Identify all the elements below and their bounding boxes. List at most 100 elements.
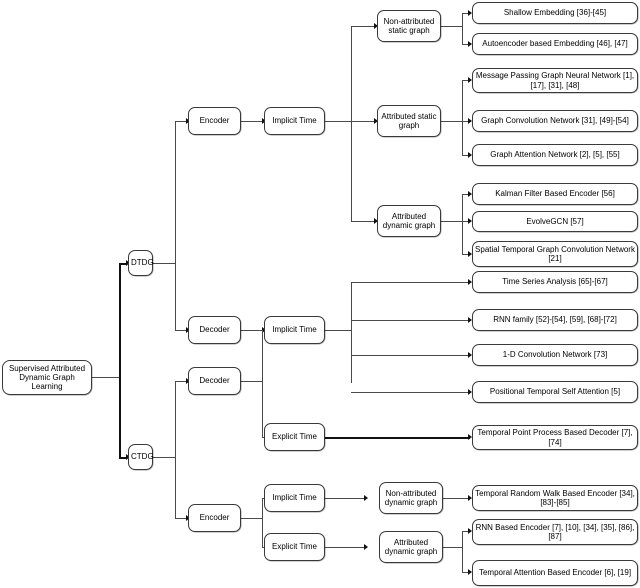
node-dtdg[interactable]: DTDG xyxy=(128,250,154,276)
node-non-attributed-static-graph[interactable]: Non-attributed static graph xyxy=(377,10,441,42)
edge-to-rnn-encoder xyxy=(462,531,470,532)
leaf-evolvegcn[interactable]: EvolveGCN [57] xyxy=(472,211,638,232)
attrstatic-fan-vertical xyxy=(462,80,463,155)
edge-to-1dconv xyxy=(351,355,470,356)
node-attributed-dynamic-graph-2[interactable]: Attributed dynamic graph xyxy=(379,531,443,563)
arrow-graph-attention-network xyxy=(468,152,472,158)
leaf-positional-temporal-self-attention[interactable]: Positional Temporal Self Attention [5] xyxy=(472,381,638,403)
implicit-fan-vertical xyxy=(351,26,352,222)
node-dtdg-encoder[interactable]: Encoder xyxy=(188,107,241,135)
edge-decimplicit-fan xyxy=(325,330,352,331)
arrow-rnn-family xyxy=(468,317,472,323)
spine-vertical xyxy=(119,263,121,458)
arrow-graph-convolution-network xyxy=(468,118,472,124)
edge-nonattrdyn-trw xyxy=(443,498,470,499)
edge-fan-attr-static xyxy=(351,121,375,122)
arrow-temporal-point-process-decoder xyxy=(468,434,472,440)
edge-to-mpgnn xyxy=(462,80,470,81)
leaf-rnn-family[interactable]: RNN family [52]-[54], [59], [68]-[72] xyxy=(472,309,638,331)
ctdg-branch-vertical xyxy=(175,381,176,518)
leaf-temporal-point-process-based-decoder[interactable]: Temporal Point Process Based Decoder [7]… xyxy=(472,425,638,450)
arrow-positional-temporal-self-attention xyxy=(468,389,472,395)
edge-attrstatic-fan xyxy=(441,121,463,122)
edge-explicit-attrdyn2 xyxy=(325,547,365,548)
leaf-rnn-based-encoder[interactable]: RNN Based Encoder [7], [10], [34], [35],… xyxy=(472,519,638,545)
edge-attrdyn2-fan xyxy=(443,547,462,548)
edge-to-timeseries xyxy=(351,282,470,283)
arrow-message-passing-gnn xyxy=(468,77,472,83)
nonattrstatic-fan-vertical xyxy=(462,13,463,45)
leaf-graph-convolution-network[interactable]: Graph Convolution Network [31], [49]-[54… xyxy=(472,110,638,132)
arrow-spatial-temporal-gcn xyxy=(468,251,472,257)
edge-decoder-implicit xyxy=(241,330,263,331)
leaf-1d-convolution-network[interactable]: 1-D Convolution Network [73] xyxy=(472,344,638,366)
leaf-message-passing-graph-neural-network[interactable]: Message Passing Graph Neural Network [1]… xyxy=(472,68,638,93)
node-dtdg-encoder-implicit-time[interactable]: Implicit Time xyxy=(264,107,325,135)
edge-to-rnnfamily xyxy=(351,320,470,321)
arrow-non-attributed-dynamic-graph xyxy=(364,495,368,501)
leaf-temporal-random-walk-based-encoder[interactable]: Temporal Random Walk Based Encoder [34],… xyxy=(472,485,638,511)
edge-ctdg-stub xyxy=(153,457,176,458)
edge-attrdynamic-fan xyxy=(441,221,463,222)
edge-to-kalman xyxy=(462,194,470,195)
arrow-shallow-embedding xyxy=(468,10,472,16)
edge-ctdgencoder-fan xyxy=(241,518,263,519)
edge-to-gcn xyxy=(462,121,470,122)
edge-dtdg-decoder xyxy=(175,330,187,331)
node-dtdg-decoder[interactable]: Decoder xyxy=(188,316,241,344)
arrow-temporal-random-walk-encoder xyxy=(468,495,472,501)
edge-fan-nonattr-static xyxy=(351,26,375,27)
leaf-temporal-attention-based-encoder[interactable]: Temporal Attention Based Encoder [6], [1… xyxy=(472,560,638,586)
edge-fan-attr-dynamic xyxy=(351,221,375,222)
arrow-attr-static xyxy=(374,118,378,124)
node-root[interactable]: Supervised Attributed Dynamic Graph Lear… xyxy=(2,360,92,395)
edge-to-autoencoder xyxy=(462,44,470,45)
edge-to-ptsa xyxy=(351,392,470,393)
edge-dtdg-stub xyxy=(153,263,176,264)
node-ctdg[interactable]: CTDG xyxy=(128,444,154,470)
dtdg-branch-vertical xyxy=(175,121,176,330)
edge-dtdg-encoder xyxy=(175,121,187,122)
arrow-temporal-attention-encoder xyxy=(468,569,472,575)
leaf-autoencoder-based-embedding[interactable]: Autoencoder based Embedding [46], [47] xyxy=(472,33,638,55)
arrow-time-series-analysis xyxy=(468,279,472,285)
attrdyn2-fan-vertical xyxy=(462,531,463,573)
arrow-rnn-based-encoder xyxy=(468,528,472,534)
node-dtdg-decoder-implicit-time[interactable]: Implicit Time xyxy=(264,316,325,344)
node-ctdg-decoder[interactable]: Decoder xyxy=(188,367,241,395)
arrow-kalman-filter-encoder xyxy=(468,191,472,197)
edge-to-gat xyxy=(462,155,470,156)
edge-implicit-fan xyxy=(325,121,352,122)
node-ctdg-encoder-implicit-time[interactable]: Implicit Time xyxy=(264,484,325,512)
arrow-attr-dynamic xyxy=(374,218,378,224)
node-non-attributed-dynamic-graph[interactable]: Non-attributed dynamic graph xyxy=(379,482,443,514)
edge-encoder-implicit xyxy=(241,121,263,122)
edge-spine-ctdg xyxy=(119,457,127,459)
decimplicit-fan-vertical xyxy=(351,282,352,383)
leaf-kalman-filter-based-encoder[interactable]: Kalman Filter Based Encoder [56] xyxy=(472,183,638,205)
edge-to-stgcn xyxy=(462,254,470,255)
leaf-time-series-analysis[interactable]: Time Series Analysis [65]-[67] xyxy=(472,271,638,293)
arrow-nonattr-static xyxy=(374,23,378,29)
decoder-shared-vertical xyxy=(262,330,263,438)
edge-nonattrstatic-fan xyxy=(441,26,463,27)
node-ctdg-decoder-explicit-time[interactable]: Explicit Time xyxy=(264,423,325,451)
edge-to-evolvegcn xyxy=(462,221,470,222)
node-ctdg-encoder-explicit-time[interactable]: Explicit Time xyxy=(264,533,325,561)
arrow-evolvegcn xyxy=(468,218,472,224)
node-ctdg-encoder[interactable]: Encoder xyxy=(188,504,241,532)
edge-implicit-nonattrdyn xyxy=(325,498,365,499)
arrow-autoencoder-embedding xyxy=(468,41,472,47)
node-attributed-dynamic-graph[interactable]: Attributed dynamic graph xyxy=(377,205,441,237)
node-attributed-static-graph[interactable]: Attributed static graph xyxy=(377,105,441,137)
leaf-shallow-embedding[interactable]: Shallow Embedding [36]-[45] xyxy=(472,2,638,24)
leaf-graph-attention-network[interactable]: Graph Attention Network [2], [5], [55] xyxy=(472,144,638,166)
edge-root-spine xyxy=(92,377,120,378)
edge-to-temporal-attention xyxy=(462,572,470,573)
leaf-spatial-temporal-graph-convolution-network[interactable]: Spatial Temporal Graph Convolution Netwo… xyxy=(472,241,638,267)
edge-to-shallow xyxy=(462,13,470,14)
edge-spine-dtdg xyxy=(119,263,127,265)
ctdgencoder-fan-vertical xyxy=(262,498,263,548)
arrow-1d-convolution-network xyxy=(468,352,472,358)
